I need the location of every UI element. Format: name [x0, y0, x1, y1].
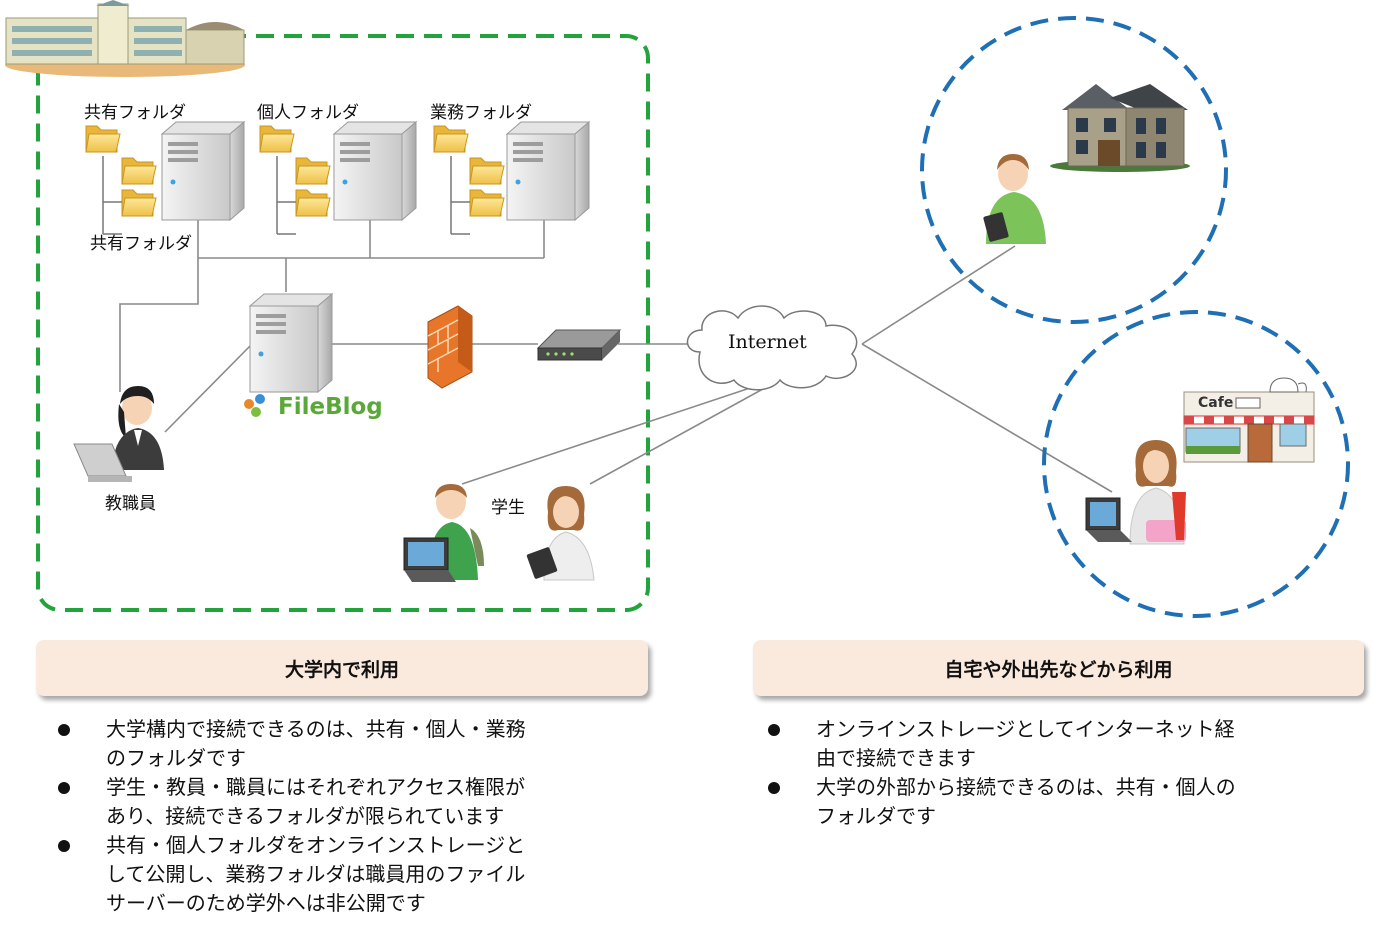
student-female-icon — [526, 486, 595, 581]
list-item: 共有・個人フォルダをオンラインストレージと して公開し、業務フォルダは職員用のフ… — [38, 831, 648, 918]
internet-label: Internet — [728, 331, 807, 353]
bullet-dot-icon — [768, 782, 780, 794]
internet-cloud-icon — [686, 305, 858, 391]
business-folder-label: 業務フォルダ — [430, 103, 532, 123]
cafe-sign: Cafe — [1198, 395, 1234, 411]
fileblog-logo-text: FileBlog — [278, 394, 383, 420]
outside-use-bullets: オンラインストレージとしてインターネット経 由で接続できます 大学の外部から接続… — [748, 715, 1368, 831]
bullet-dot-icon — [768, 724, 780, 736]
house-icon — [1050, 84, 1190, 172]
bullet-dot-icon — [58, 782, 70, 794]
shared-folder-sub-label: 共有フォルダ — [90, 234, 192, 254]
shared-folder-label: 共有フォルダ — [84, 103, 186, 123]
cafe-area-circle — [1042, 310, 1350, 618]
students-label: 学生 — [491, 498, 525, 518]
home-area-circle — [920, 16, 1228, 324]
firewall-icon — [427, 305, 473, 389]
outside-use-heading-text: 自宅や外出先などから利用 — [944, 658, 1173, 681]
list-item: 大学の外部から接続できるのは、共有・個人の フォルダです — [748, 773, 1368, 831]
inside-use-bullets: 大学構内で接続できるのは、共有・個人・業務 のフォルダです 学生・教員・職員には… — [38, 715, 648, 918]
inside-use-heading: 大学内で利用 — [36, 640, 648, 696]
campus-boundary — [36, 34, 650, 612]
fileblog-server-icon — [249, 293, 333, 393]
school-building-icon — [5, 0, 245, 77]
list-item: 学生・教員・職員にはそれぞれアクセス権限が あり、接続できるフォルダが限られてい… — [38, 773, 648, 831]
personal-folder-label: 個人フォルダ — [257, 103, 359, 123]
shared-folder-server — [86, 121, 245, 234]
staff-label: 教職員 — [105, 494, 156, 514]
bullet-dot-icon — [58, 840, 70, 852]
list-item: 大学構内で接続できるのは、共有・個人・業務 のフォルダです — [38, 715, 648, 773]
outside-use-heading: 自宅や外出先などから利用 — [753, 640, 1364, 696]
cafe-building-icon — [1183, 377, 1315, 463]
inside-use-heading-text: 大学内で利用 — [284, 658, 399, 681]
personal-folder-server — [260, 121, 417, 234]
cafe-user-icon — [1085, 440, 1186, 545]
bullet-dot-icon — [58, 724, 70, 736]
staff-person-icon — [73, 386, 164, 482]
student-male-icon — [403, 484, 484, 582]
router-icon — [536, 329, 622, 361]
fileblog-logo-mark — [244, 394, 265, 417]
home-user-icon — [983, 154, 1046, 244]
list-item: オンラインストレージとしてインターネット経 由で接続できます — [748, 715, 1368, 773]
business-folder-server — [434, 121, 590, 234]
network-diagram — [5, 0, 1350, 618]
